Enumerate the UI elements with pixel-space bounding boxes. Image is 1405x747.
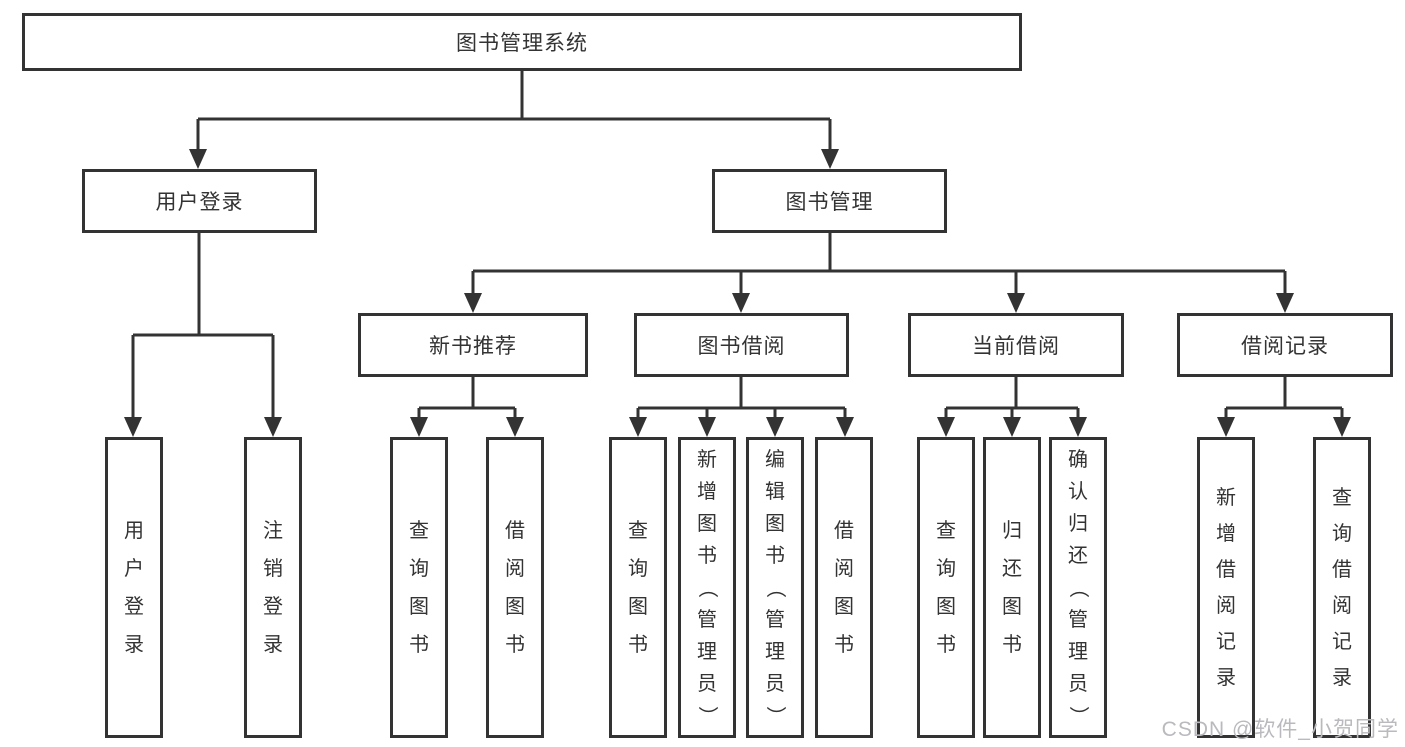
node-leaf-query-books-borrow: 查询图书	[609, 437, 667, 738]
node-label: 当前借阅	[972, 335, 1060, 358]
node-label: 新增图书（管理员）	[696, 448, 718, 726]
node-leaf-query-books-recommend: 查询图书	[390, 437, 448, 738]
node-leaf-query-books-current: 查询图书	[917, 437, 975, 738]
node-leaf-user-login: 用户登录	[105, 437, 163, 738]
node-label: 注销登录	[263, 519, 283, 656]
node-leaf-query-borrow-record: 查询借阅记录	[1313, 437, 1371, 738]
node-leaf-return-book: 归还图书	[983, 437, 1041, 738]
node-label: 查询图书	[409, 519, 429, 656]
csdn-watermark: CSDN @软件_小贺同学	[1161, 718, 1399, 741]
node-current-borrowing: 当前借阅	[908, 313, 1124, 377]
node-leaf-borrow-books-recommend: 借阅图书	[486, 437, 544, 738]
node-new-book-recommendation: 新书推荐	[358, 313, 588, 377]
node-label: 借阅记录	[1241, 335, 1329, 358]
node-leaf-confirm-return-admin: 确认归还（管理员）	[1049, 437, 1107, 738]
node-user-login: 用户登录	[82, 169, 317, 233]
node-leaf-borrow-books: 借阅图书	[815, 437, 873, 738]
node-label: 借阅图书	[505, 519, 525, 656]
node-leaf-add-borrow-record: 新增借阅记录	[1197, 437, 1255, 738]
node-leaf-add-book-admin: 新增图书（管理员）	[678, 437, 736, 738]
node-label: 查询图书	[628, 519, 648, 656]
node-label: 归还图书	[1002, 519, 1022, 656]
node-book-borrowing: 图书借阅	[634, 313, 849, 377]
node-label: 图书管理	[785, 191, 874, 214]
node-label: 图书管理系统	[456, 32, 588, 55]
node-label: 用户登录	[124, 519, 144, 656]
node-leaf-logout: 注销登录	[244, 437, 302, 738]
node-label: 新书推荐	[429, 335, 517, 358]
node-label: 用户登录	[155, 191, 244, 214]
node-borrowing-records: 借阅记录	[1177, 313, 1393, 377]
node-label: 查询借阅记录	[1332, 486, 1352, 689]
node-leaf-edit-book-admin: 编辑图书（管理员）	[746, 437, 804, 738]
node-book-management: 图书管理	[712, 169, 947, 233]
node-library-management-system: 图书管理系统	[22, 13, 1022, 71]
node-label: 确认归还（管理员）	[1067, 448, 1089, 726]
node-label: 借阅图书	[834, 519, 854, 656]
node-label: 查询图书	[936, 519, 956, 656]
node-label: 编辑图书（管理员）	[764, 448, 786, 726]
node-label: 新增借阅记录	[1216, 486, 1236, 689]
node-label: 图书借阅	[697, 335, 786, 358]
